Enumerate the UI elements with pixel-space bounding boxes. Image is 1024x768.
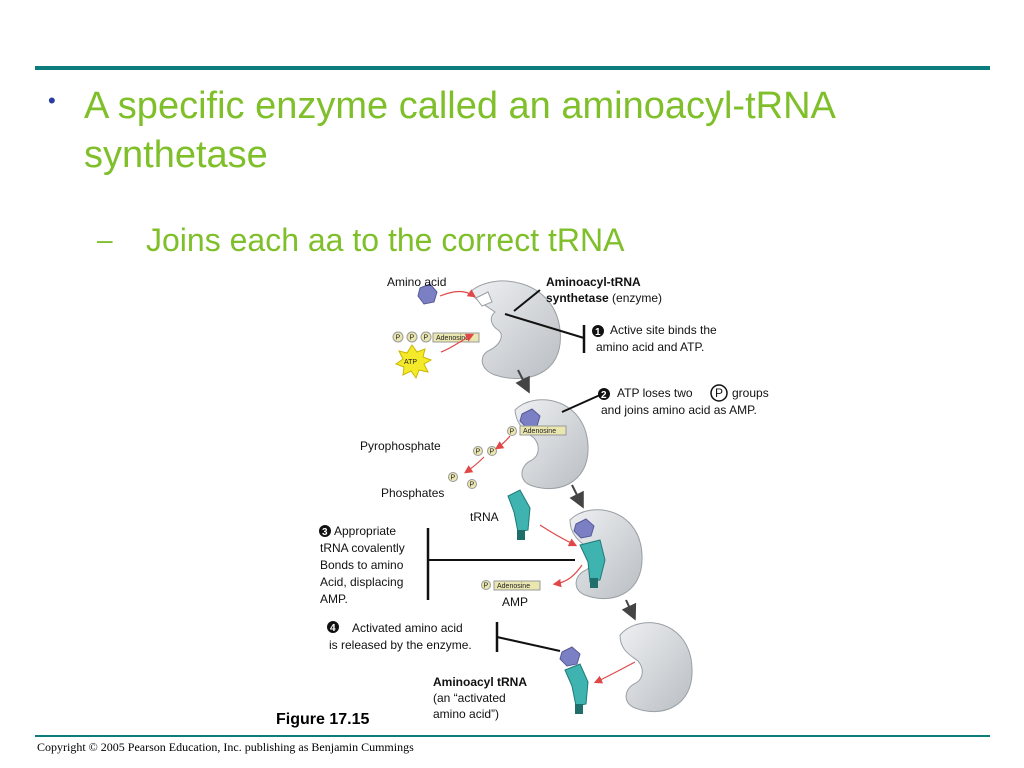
- amp-label: AMP: [502, 595, 528, 609]
- pyro-phosphate-1: P: [476, 449, 481, 456]
- copyright-footer: Copyright © 2005 Pearson Education, Inc.…: [37, 740, 414, 754]
- stage3-amino-acid-icon: [573, 518, 595, 539]
- step1-number: 1: [595, 327, 601, 338]
- aminoacyl-trna-label: Aminoacyl tRNA: [433, 675, 527, 689]
- step2-text-part2: groups: [732, 386, 769, 400]
- phosphate-1: P: [396, 335, 401, 342]
- step3-number: 3: [322, 527, 328, 538]
- step2-phosphate-symbol: P: [715, 386, 723, 400]
- step4-line2: is released by the enzyme.: [329, 638, 472, 652]
- stage2-phosphate: P: [510, 429, 515, 436]
- released-amino-acid-icon: [559, 646, 581, 667]
- bottom-divider: [35, 735, 990, 737]
- step2-text-line2: and joins amino acid as AMP.: [601, 403, 757, 417]
- amino-acid-icon: [417, 283, 438, 305]
- step4-line1: Activated amino acid: [352, 621, 463, 635]
- phosphates-label: Phosphates: [381, 486, 444, 500]
- phosphate-3: P: [424, 335, 429, 342]
- enzyme-title-line2: synthetase (enzyme): [546, 291, 662, 305]
- step3-line5: AMP.: [320, 592, 348, 606]
- step4-number: 4: [330, 623, 336, 634]
- slide-heading: A specific enzyme called an aminoacyl-tR…: [84, 85, 834, 176]
- pyro-phosphate-2: P: [490, 449, 495, 456]
- stage1-enzyme: [469, 280, 561, 379]
- step3-line4: Acid, displacing: [320, 575, 403, 589]
- phosphate-2: P: [410, 335, 415, 342]
- amp-phosphate: P: [484, 583, 489, 590]
- top-divider: [35, 66, 990, 70]
- amino-acid-label: Amino acid: [387, 275, 446, 289]
- adenosine-label-3: Adenosine: [497, 583, 530, 590]
- step3-line3: Bonds to amino: [320, 558, 404, 572]
- released-trna-icon: [564, 663, 589, 714]
- atp-label: ATP: [404, 359, 417, 366]
- slide-subheading: Joins each aa to the correct tRNA: [146, 222, 625, 258]
- phosphate-free-1: P: [451, 475, 456, 482]
- step3-line2: tRNA covalently: [320, 541, 405, 555]
- step2-text-part1: ATP loses two: [617, 386, 693, 400]
- sub-bullet-dash: –: [97, 224, 113, 255]
- stage3-trna-icon: [579, 539, 606, 588]
- figure-caption: Figure 17.15: [276, 711, 369, 728]
- atp-burst-icon: [394, 344, 433, 380]
- adenosine-label-2: Adenosine: [523, 428, 556, 435]
- enzyme-title-line1: Aminoacyl-tRNA: [546, 275, 641, 289]
- aminoacyl-trna-sub1: (an “activated: [433, 691, 506, 705]
- stage4-enzyme: [619, 622, 693, 713]
- trna-icon: [507, 489, 531, 540]
- pyrophosphate-label: Pyrophosphate: [360, 439, 441, 453]
- step2-number: 2: [601, 390, 607, 401]
- step1-text-line2: amino acid and ATP.: [596, 340, 704, 354]
- atp-molecule: P P P Adenosine: [392, 331, 480, 343]
- phosphate-free-2: P: [470, 482, 475, 489]
- bullet-marker: •: [48, 88, 56, 113]
- adenosine-label-1: Adenosine: [436, 335, 469, 342]
- step3-line1: Appropriate: [334, 524, 396, 538]
- trna-label: tRNA: [470, 510, 499, 524]
- aminoacyl-trna-sub2: amino acid”): [433, 707, 499, 721]
- step1-text-line1: Active site binds the: [610, 323, 717, 337]
